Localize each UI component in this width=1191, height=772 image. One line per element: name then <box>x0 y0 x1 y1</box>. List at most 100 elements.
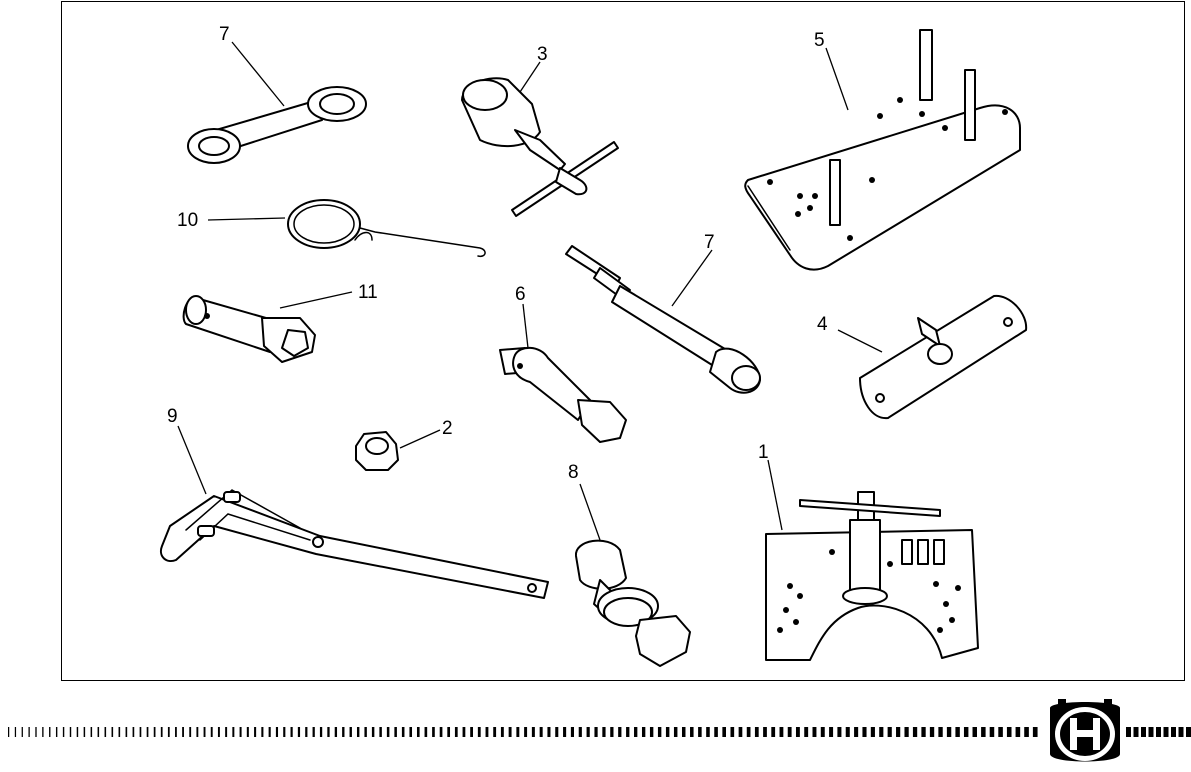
footer-tick <box>372 727 374 737</box>
footer-tick <box>232 727 234 737</box>
footer-tick <box>147 727 149 737</box>
footer-tick <box>1134 727 1139 737</box>
footer-tick <box>955 727 959 737</box>
footer-tick <box>532 727 535 737</box>
footer-tick <box>714 727 718 737</box>
footer-tick <box>634 727 637 737</box>
footer-tick <box>947 727 951 737</box>
footer-tick <box>698 727 702 737</box>
callout-5: 5 <box>814 30 825 51</box>
footer-tick <box>1024 727 1029 737</box>
footer-tick <box>1171 727 1176 737</box>
footer-tick <box>602 727 605 737</box>
tool-7-pin <box>566 246 760 393</box>
callout-6: 6 <box>515 284 526 305</box>
footer-tick <box>1149 727 1154 737</box>
footer-tick <box>821 727 825 737</box>
footer-tick <box>15 727 16 737</box>
footer-tick <box>112 727 114 737</box>
footer-tick <box>1033 727 1038 737</box>
footer-tick <box>133 727 135 737</box>
footer-tick <box>666 727 669 737</box>
footer-tick <box>1126 727 1131 737</box>
footer-tick <box>579 727 582 737</box>
footer-tick <box>254 727 256 737</box>
footer-tick <box>921 727 925 737</box>
tool-9-holding-wrench <box>161 490 548 598</box>
footer-tick <box>417 727 420 737</box>
footer-tick <box>571 727 574 737</box>
footer-tick <box>763 727 767 737</box>
footer-tick <box>913 727 917 737</box>
footer-tick <box>788 727 792 737</box>
footer-tick <box>211 727 213 737</box>
footer-tick <box>540 727 543 737</box>
tool-10-wire-hook <box>288 200 485 256</box>
footer-tick <box>626 727 629 737</box>
footer-tick <box>739 727 743 737</box>
callout-7-middle: 7 <box>704 232 715 253</box>
footer-tick <box>904 727 908 737</box>
footer-tick <box>335 727 337 737</box>
footer-tick <box>837 727 841 737</box>
footer-tick <box>594 727 597 737</box>
callout-11: 11 <box>358 282 378 303</box>
tool-11-box-spanner <box>184 296 315 362</box>
footer-tick <box>240 727 242 737</box>
footer-tick <box>722 727 726 737</box>
footer-tick <box>342 727 344 737</box>
footer-tick <box>747 727 751 737</box>
footer-tick <box>501 727 504 737</box>
callout-9: 9 <box>167 406 178 427</box>
footer-tick <box>42 727 43 737</box>
footer-tick <box>478 727 481 737</box>
footer-tick <box>690 727 694 737</box>
footer-tick <box>730 727 734 737</box>
footer-tick <box>470 727 473 737</box>
footer-tick <box>1016 727 1021 737</box>
footer-tick <box>119 727 121 737</box>
footer-tick <box>871 727 875 737</box>
callout-2: 2 <box>442 418 453 439</box>
footer-tick <box>610 727 613 737</box>
footer-tick <box>862 727 866 737</box>
footer-tick <box>196 727 198 737</box>
footer-tick <box>879 727 883 737</box>
footer-tick <box>327 727 329 737</box>
footer-tick <box>298 727 300 737</box>
footer-tick <box>126 727 128 737</box>
callout-4: 4 <box>817 314 828 335</box>
footer-tick <box>463 727 466 737</box>
footer-tick <box>189 727 191 737</box>
footer-tick <box>706 727 710 737</box>
footer-tick <box>379 727 381 737</box>
footer-tick <box>35 727 36 737</box>
footer-tick <box>804 727 808 737</box>
footer-tick <box>618 727 621 737</box>
footer-tick <box>168 727 170 737</box>
footer-tick <box>846 727 850 737</box>
footer-tick <box>998 727 1003 737</box>
footer-tick <box>182 727 184 737</box>
footer-tick <box>161 727 163 737</box>
footer-tick <box>63 727 64 737</box>
footer-tick <box>225 727 227 737</box>
footer-tick <box>364 727 366 737</box>
callout-10: 10 <box>177 210 198 231</box>
footer-tick <box>486 727 489 737</box>
tool-4-bracket <box>860 296 1026 418</box>
callout-7-top: 7 <box>219 24 230 45</box>
callout-8: 8 <box>568 462 579 483</box>
footer-tick <box>555 727 558 737</box>
footer-tick <box>509 727 512 737</box>
footer-tick <box>658 727 661 737</box>
footer-tick <box>305 727 307 737</box>
footer-tick <box>682 727 685 737</box>
footer-tick <box>796 727 800 737</box>
footer-tick <box>56 727 57 737</box>
footer-tick <box>350 727 352 737</box>
footer-tick <box>1141 727 1146 737</box>
footer-tick <box>493 727 496 737</box>
footer-tick <box>1007 727 1012 737</box>
footer-tick <box>1164 727 1169 737</box>
